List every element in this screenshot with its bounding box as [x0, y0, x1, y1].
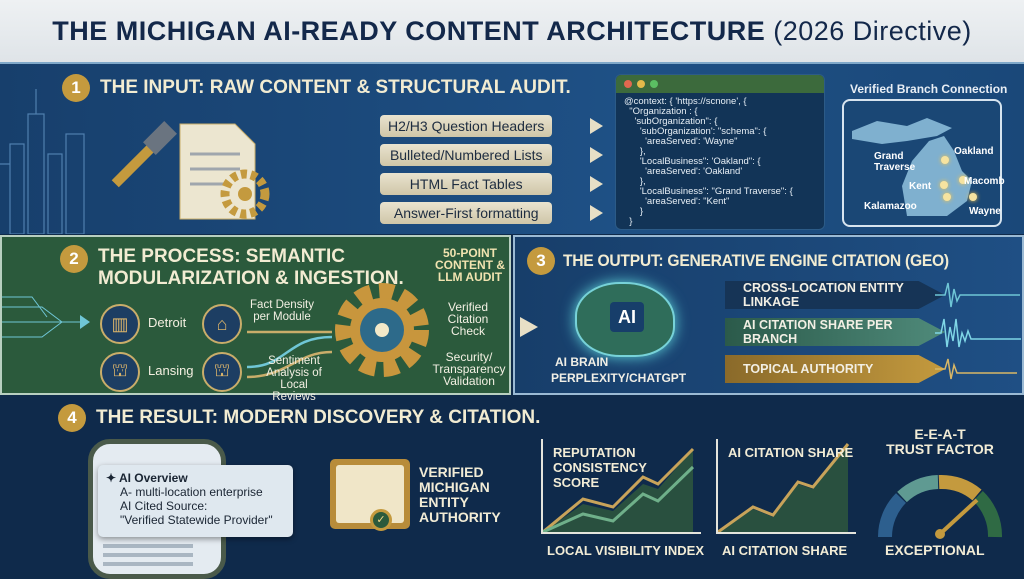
map-label: Wayne: [969, 206, 1001, 217]
ai-chip-label: AI: [610, 302, 644, 332]
michigan-shape-icon: [852, 118, 972, 216]
gauge-needle: [938, 498, 979, 536]
window-title-bar: [616, 75, 824, 93]
city-label: Detroit: [148, 315, 187, 330]
input-item: Bulleted/Numbered Lists: [380, 144, 553, 166]
overview-title-text: AI Overview: [118, 471, 188, 485]
overview-line: A- multi-location enterprise: [120, 485, 263, 499]
share-line: [718, 443, 850, 532]
output-stream: TOPICAL AUTHORITY: [725, 355, 945, 383]
gauge-title-line: E-E-A-T: [914, 426, 966, 442]
arrow-group: [590, 118, 603, 221]
brain-caption: AI BRAIN: [555, 355, 609, 369]
arrow-right-icon: [590, 118, 603, 134]
result-section: 4 THE RESULT: MODERN DISCOVERY & CITATIO…: [0, 397, 1024, 579]
ai-overview-title: ✦ AI Overview: [106, 471, 285, 485]
chart-title: REPUTATION CONSISTENCY SCORE: [553, 445, 647, 490]
signal-waveform-icon: [935, 282, 1021, 380]
step-4-badge: 4: [58, 404, 86, 432]
city-label: Lansing: [148, 363, 194, 378]
arrow-right-icon: [520, 317, 538, 337]
output-stream: CROSS-LOCATION ENTITY LINKAGE: [725, 281, 945, 309]
fact-density-label: Fact Density per Module: [250, 299, 314, 323]
citation-share-chart: AI CITATION SHARE: [716, 439, 856, 534]
overview-line: "Verified Statewide Provider": [120, 513, 273, 527]
map-title: Verified Branch Connection: [850, 82, 1008, 96]
heading-line: THE PROCESS: SEMANTIC: [98, 246, 346, 267]
sparkle-icon: ✦: [106, 471, 119, 485]
detroit-skyline-icon: ▥: [100, 304, 140, 344]
certificate-icon: ✓: [330, 459, 410, 531]
gauge-title-line: TRUST FACTOR: [886, 441, 994, 457]
hammer-document-gear-icon: [111, 121, 270, 220]
input-item-list: H2/H3 Question Headers Bulleted/Numbered…: [380, 115, 553, 224]
chart-title: AI CITATION SHARE: [728, 445, 854, 460]
michigan-map: Grand Traverse Oakland Kent Macomb Kalam…: [842, 99, 1005, 227]
map-label: Macomb: [964, 176, 1005, 187]
map-label: Kalamazoo: [864, 201, 917, 212]
result-heading: THE RESULT: MODERN DISCOVERY & CITATION.: [96, 407, 541, 428]
capitol-dome-icon: ⛫: [202, 352, 242, 392]
output-heading: THE OUTPUT: GENERATIVE ENGINE CITATION (…: [563, 251, 949, 270]
input-section: 1 THE INPUT: RAW CONTENT & STRUCTURAL AU…: [0, 62, 1024, 234]
brain-caption: PERPLEXITY/CHATGPT: [551, 371, 687, 385]
arrow-right-icon: [590, 176, 603, 192]
circuit-lines-icon: [2, 296, 90, 338]
check-seal-icon: ✓: [370, 509, 392, 531]
city-skyline-icon: [0, 89, 85, 234]
input-item: Answer-First formatting: [380, 202, 553, 224]
factory-icon: ⌂: [202, 304, 242, 344]
map-label: Kent: [909, 181, 932, 192]
map-label: Grand Traverse: [874, 151, 916, 173]
reputation-chart: REPUTATION CONSISTENCY SCORE: [541, 439, 701, 534]
heading-line: MODULARIZATION & INGESTION.: [98, 268, 404, 289]
score-line-green: [543, 465, 695, 532]
gauge-caption: EXCEPTIONAL: [885, 542, 985, 558]
gear-icon: [335, 283, 429, 377]
chart-caption: LOCAL VISIBILITY INDEX: [547, 543, 704, 558]
output-stream: AI CITATION SHARE PER BRANCH: [725, 318, 945, 346]
chart-caption: AI CITATION SHARE: [722, 543, 848, 558]
step-1-badge: 1: [62, 74, 90, 102]
title-main: THE MICHIGAN AI-READY CONTENT ARCHITECTU…: [52, 15, 766, 46]
input-item: H2/H3 Question Headers: [380, 115, 553, 137]
audit-item: Security/ Transparency Validation: [432, 350, 506, 388]
map-label: Oakland: [954, 146, 994, 157]
arrow-right-icon: [590, 147, 603, 163]
page-title: THE MICHIGAN AI-READY CONTENT ARCHITECTU…: [0, 0, 1024, 62]
schema-code-window: @context: { 'https://scnone', { "Organiz…: [615, 74, 825, 230]
step-2-badge: 2: [60, 245, 88, 273]
title-sub: (2026 Directive): [773, 15, 972, 46]
ai-overview-card: ✦ AI Overview A- multi-location enterpri…: [98, 465, 293, 537]
flow-arrows: [246, 330, 333, 379]
arrow-right-icon: [590, 205, 603, 221]
audit-item: Verified Citation Check: [447, 300, 489, 338]
score-line-gold: [543, 447, 695, 532]
ai-brain-icon: [575, 282, 675, 357]
step-3-badge: 3: [527, 247, 555, 275]
audit-title: 50-POINT CONTENT & LLM AUDIT: [435, 246, 505, 284]
certificate-label: VERIFIED MICHIGAN ENTITY AUTHORITY: [419, 464, 501, 525]
capitol-icon: ⛫: [100, 352, 140, 392]
sentiment-label: Sentiment Analysis of Local Reviews: [266, 355, 322, 403]
input-item: HTML Fact Tables: [380, 173, 553, 195]
schema-code: @context: { 'https://scnone', { "Organiz…: [624, 96, 793, 227]
output-section: 3 THE OUTPUT: GENERATIVE ENGINE CITATION…: [513, 235, 1024, 395]
trust-gauge: [877, 474, 1002, 539]
overview-line: AI Cited Source:: [120, 499, 208, 513]
input-heading: THE INPUT: RAW CONTENT & STRUCTURAL AUDI…: [100, 77, 571, 98]
